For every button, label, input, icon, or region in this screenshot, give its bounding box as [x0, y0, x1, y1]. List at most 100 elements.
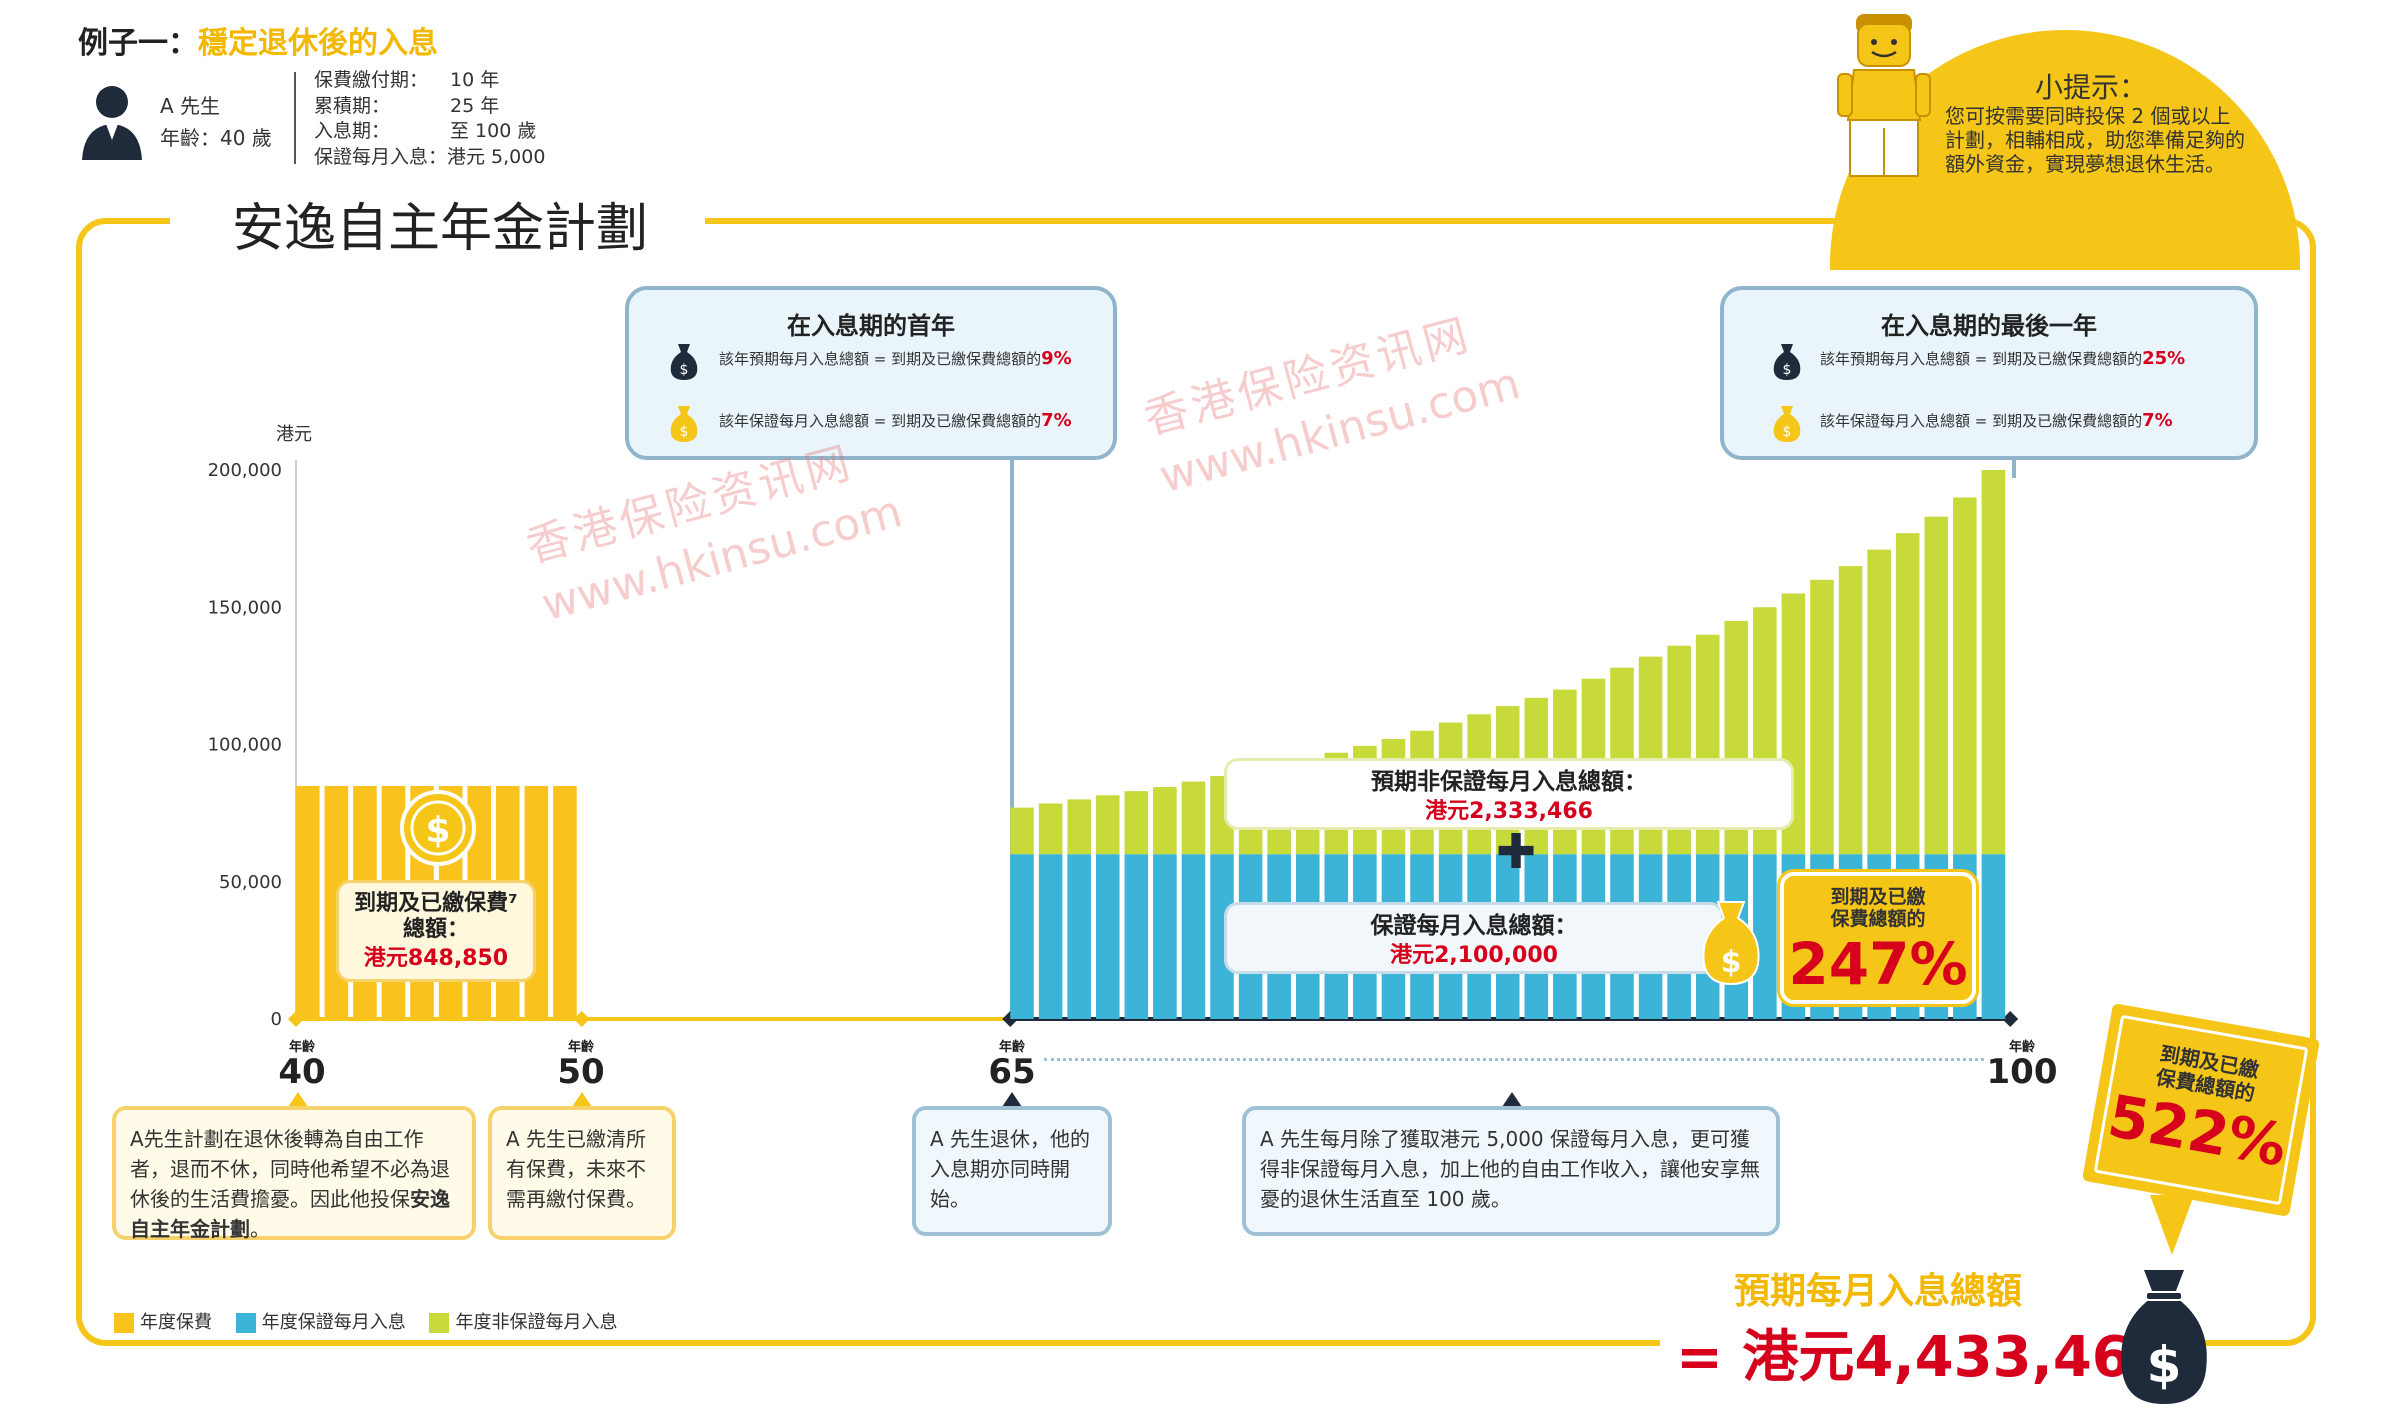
detail-row: 入息期：至 100 歲 — [314, 120, 537, 142]
dollar-coin-icon: $ — [400, 790, 476, 866]
plan-title: 安逸自主年金計劃 — [232, 199, 649, 259]
pct-522-pointer — [2150, 1195, 2194, 1255]
svg-text:$: $ — [1721, 945, 1742, 980]
header-divider — [294, 72, 296, 164]
note-pointer-50 — [570, 1092, 594, 1110]
nonguaranteed-bar — [1924, 516, 1949, 855]
guaranteed-bar — [1153, 854, 1177, 1019]
detail-row: 保費繳付期：10 年 — [314, 69, 500, 91]
example-title-text: 穩定退休後的入息 — [198, 26, 438, 61]
total-label: 預期每月入息總額 — [1734, 1271, 2023, 1312]
callout-first-connector — [1010, 458, 1014, 1018]
chart-legend: 年度保費 年度保證每月入息 年度非保證每月入息 — [114, 1308, 617, 1334]
guaranteed-bar — [1753, 854, 1777, 1019]
tip-title: 小提示： — [2035, 71, 2148, 104]
nonguaranteed-bar — [1095, 795, 1120, 855]
premium-bar — [296, 785, 320, 1019]
total-value: = 港元4,433,466 — [1676, 1325, 2170, 1390]
client-age: 年齡：40 歲 — [160, 126, 272, 150]
lego-figure-icon — [1834, 10, 1934, 180]
guaranteed-bar — [1095, 854, 1120, 1019]
guaranteed-bar — [1181, 854, 1206, 1019]
nonguaranteed-bar — [1981, 470, 2006, 855]
income-period-arrow — [1044, 1058, 1984, 1061]
legend-item: 年度非保證每月入息 — [429, 1312, 617, 1333]
nonguaranteed-bar — [1953, 497, 1977, 855]
example-title: 例子一：穩定退休後的入息 — [78, 18, 438, 62]
nonguaranteed-bar — [1010, 807, 1034, 855]
client-avatar-icon — [78, 80, 146, 160]
age-mark-40: 年齡 40 — [278, 1040, 326, 1092]
nonguaranteed-bar — [1124, 791, 1149, 855]
pct-522-badge: 到期及已繳 保費總額的 522% — [2081, 1003, 2321, 1217]
money-gap — [1660, 1310, 2130, 1370]
age-diamond-marker — [2002, 1011, 2019, 1027]
note-pointer-40 — [286, 1092, 310, 1110]
plus-icon: ✚ — [1496, 824, 1537, 880]
moneybag-dark-icon: $ — [669, 340, 699, 380]
callout-last-line1: 該年預期每月入息總額 = 到期及已繳保費總額的25% — [1820, 348, 2186, 369]
nonguaranteed-bar — [1067, 799, 1091, 855]
detail-row: 累積期：25 年 — [314, 94, 500, 117]
detail-row: 保證每月入息：港元 5,000 — [314, 145, 546, 168]
note-pointer-mid — [1500, 1092, 1524, 1110]
guaranteed-total-box: 保證每月入息總額： 港元2,100,000 — [1224, 902, 1724, 974]
tip-text: 您可按需要同時投保 2 個或以上計劃，相輔相成，助您準備足夠的額外資金，實現夢想… — [1945, 104, 2245, 176]
note-pointer-65 — [1000, 1092, 1024, 1110]
age-mark-100: 年齡 100 — [1986, 1040, 2058, 1092]
svg-text:$: $ — [680, 362, 689, 378]
moneybag-total-icon: $ — [2116, 1262, 2212, 1408]
nonguaranteed-bar — [1867, 549, 1891, 855]
svg-text:$: $ — [1783, 362, 1792, 378]
age-mark-65: 年齡 65 — [988, 1040, 1036, 1092]
legend-item: 年度保費 — [114, 1312, 212, 1333]
svg-text:$: $ — [680, 424, 689, 440]
age-diamond-marker — [573, 1011, 590, 1027]
callout-last-connector — [2012, 458, 2016, 478]
y-tick-label: 0 — [271, 1009, 282, 1030]
guaranteed-bar — [1010, 854, 1034, 1019]
callout-last-line2: 該年保證每月入息總額 = 到期及已繳保費總額的7% — [1820, 410, 2173, 431]
guaranteed-bar — [1124, 854, 1149, 1019]
callout-first-title: 在入息期的首年 — [787, 312, 955, 340]
moneybag-yellow-icon: $ — [669, 402, 699, 442]
guaranteed-bar — [1981, 854, 2006, 1019]
example-label: 例子一： — [78, 26, 198, 61]
premium-bar — [553, 785, 577, 1019]
guaranteed-bar — [1038, 854, 1063, 1019]
svg-text:$: $ — [2147, 1336, 2182, 1394]
callout-first-line1: 該年預期每月入息總額 = 到期及已繳保費總額的9% — [719, 348, 1072, 369]
nonguaranteed-bar — [1038, 803, 1063, 855]
note-income-period: A 先生每月除了獲取港元 5,000 保證每月入息，更可獲得非保證每月入息，加上… — [1242, 1106, 1780, 1236]
pct-247-badge: 到期及已繳 保費總額的 247% — [1780, 872, 1976, 1004]
nonguaranteed-bar — [1153, 787, 1177, 855]
legend-item: 年度保證每月入息 — [235, 1312, 406, 1333]
plan-details: 保費繳付期：10 年 累積期：25 年 入息期：至 100 歲 保證每月入息：港… — [314, 68, 545, 170]
nonguaranteed-bar — [1838, 566, 1863, 855]
guaranteed-bar — [1210, 854, 1234, 1019]
nonguaranteed-bar — [1181, 781, 1206, 855]
y-tick-label: 50,000 — [219, 872, 282, 893]
callout-first-line2: 該年保證每月入息總額 = 到期及已繳保費總額的7% — [719, 410, 1072, 431]
moneybag-247-icon: $ — [1700, 896, 1762, 986]
nonguaranteed-bar — [1810, 579, 1834, 855]
y-tick-label: 200,000 — [208, 460, 282, 481]
frame-title-gap — [170, 200, 705, 240]
note-age-65: A 先生退休，他的入息期亦同時開始。 — [912, 1106, 1112, 1236]
note-age-40: A先生計劃在退休後轉為自由工作者，退而不休，同時他希望不必為退休後的生活費擔憂。… — [112, 1106, 476, 1241]
y-tick-label: 150,000 — [208, 597, 282, 618]
svg-text:$: $ — [425, 810, 450, 851]
nonguaranteed-bar — [1895, 533, 1920, 855]
moneybag-dark-icon: $ — [1772, 340, 1802, 380]
nonguaranteed-total-box: 預期非保證每月入息總額： 港元2,333,466 — [1224, 758, 1794, 830]
y-tick-label: 100,000 — [208, 735, 282, 756]
age-mark-50: 年齡 50 — [557, 1040, 605, 1092]
guaranteed-bar — [1067, 854, 1091, 1019]
y-axis-label: 港元 — [276, 424, 312, 445]
callout-last-year: 在入息期的最後一年 $ 該年預期每月入息總額 = 到期及已繳保費總額的25% $… — [1720, 286, 2258, 460]
client-name: A 先生 — [160, 94, 221, 118]
note-age-50: A 先生已繳清所有保費，未來不需再繳付保費。 — [488, 1106, 676, 1240]
callout-last-title: 在入息期的最後一年 — [1881, 312, 2097, 340]
moneybag-yellow-icon: $ — [1772, 402, 1802, 442]
plan-frame — [76, 218, 2316, 1346]
